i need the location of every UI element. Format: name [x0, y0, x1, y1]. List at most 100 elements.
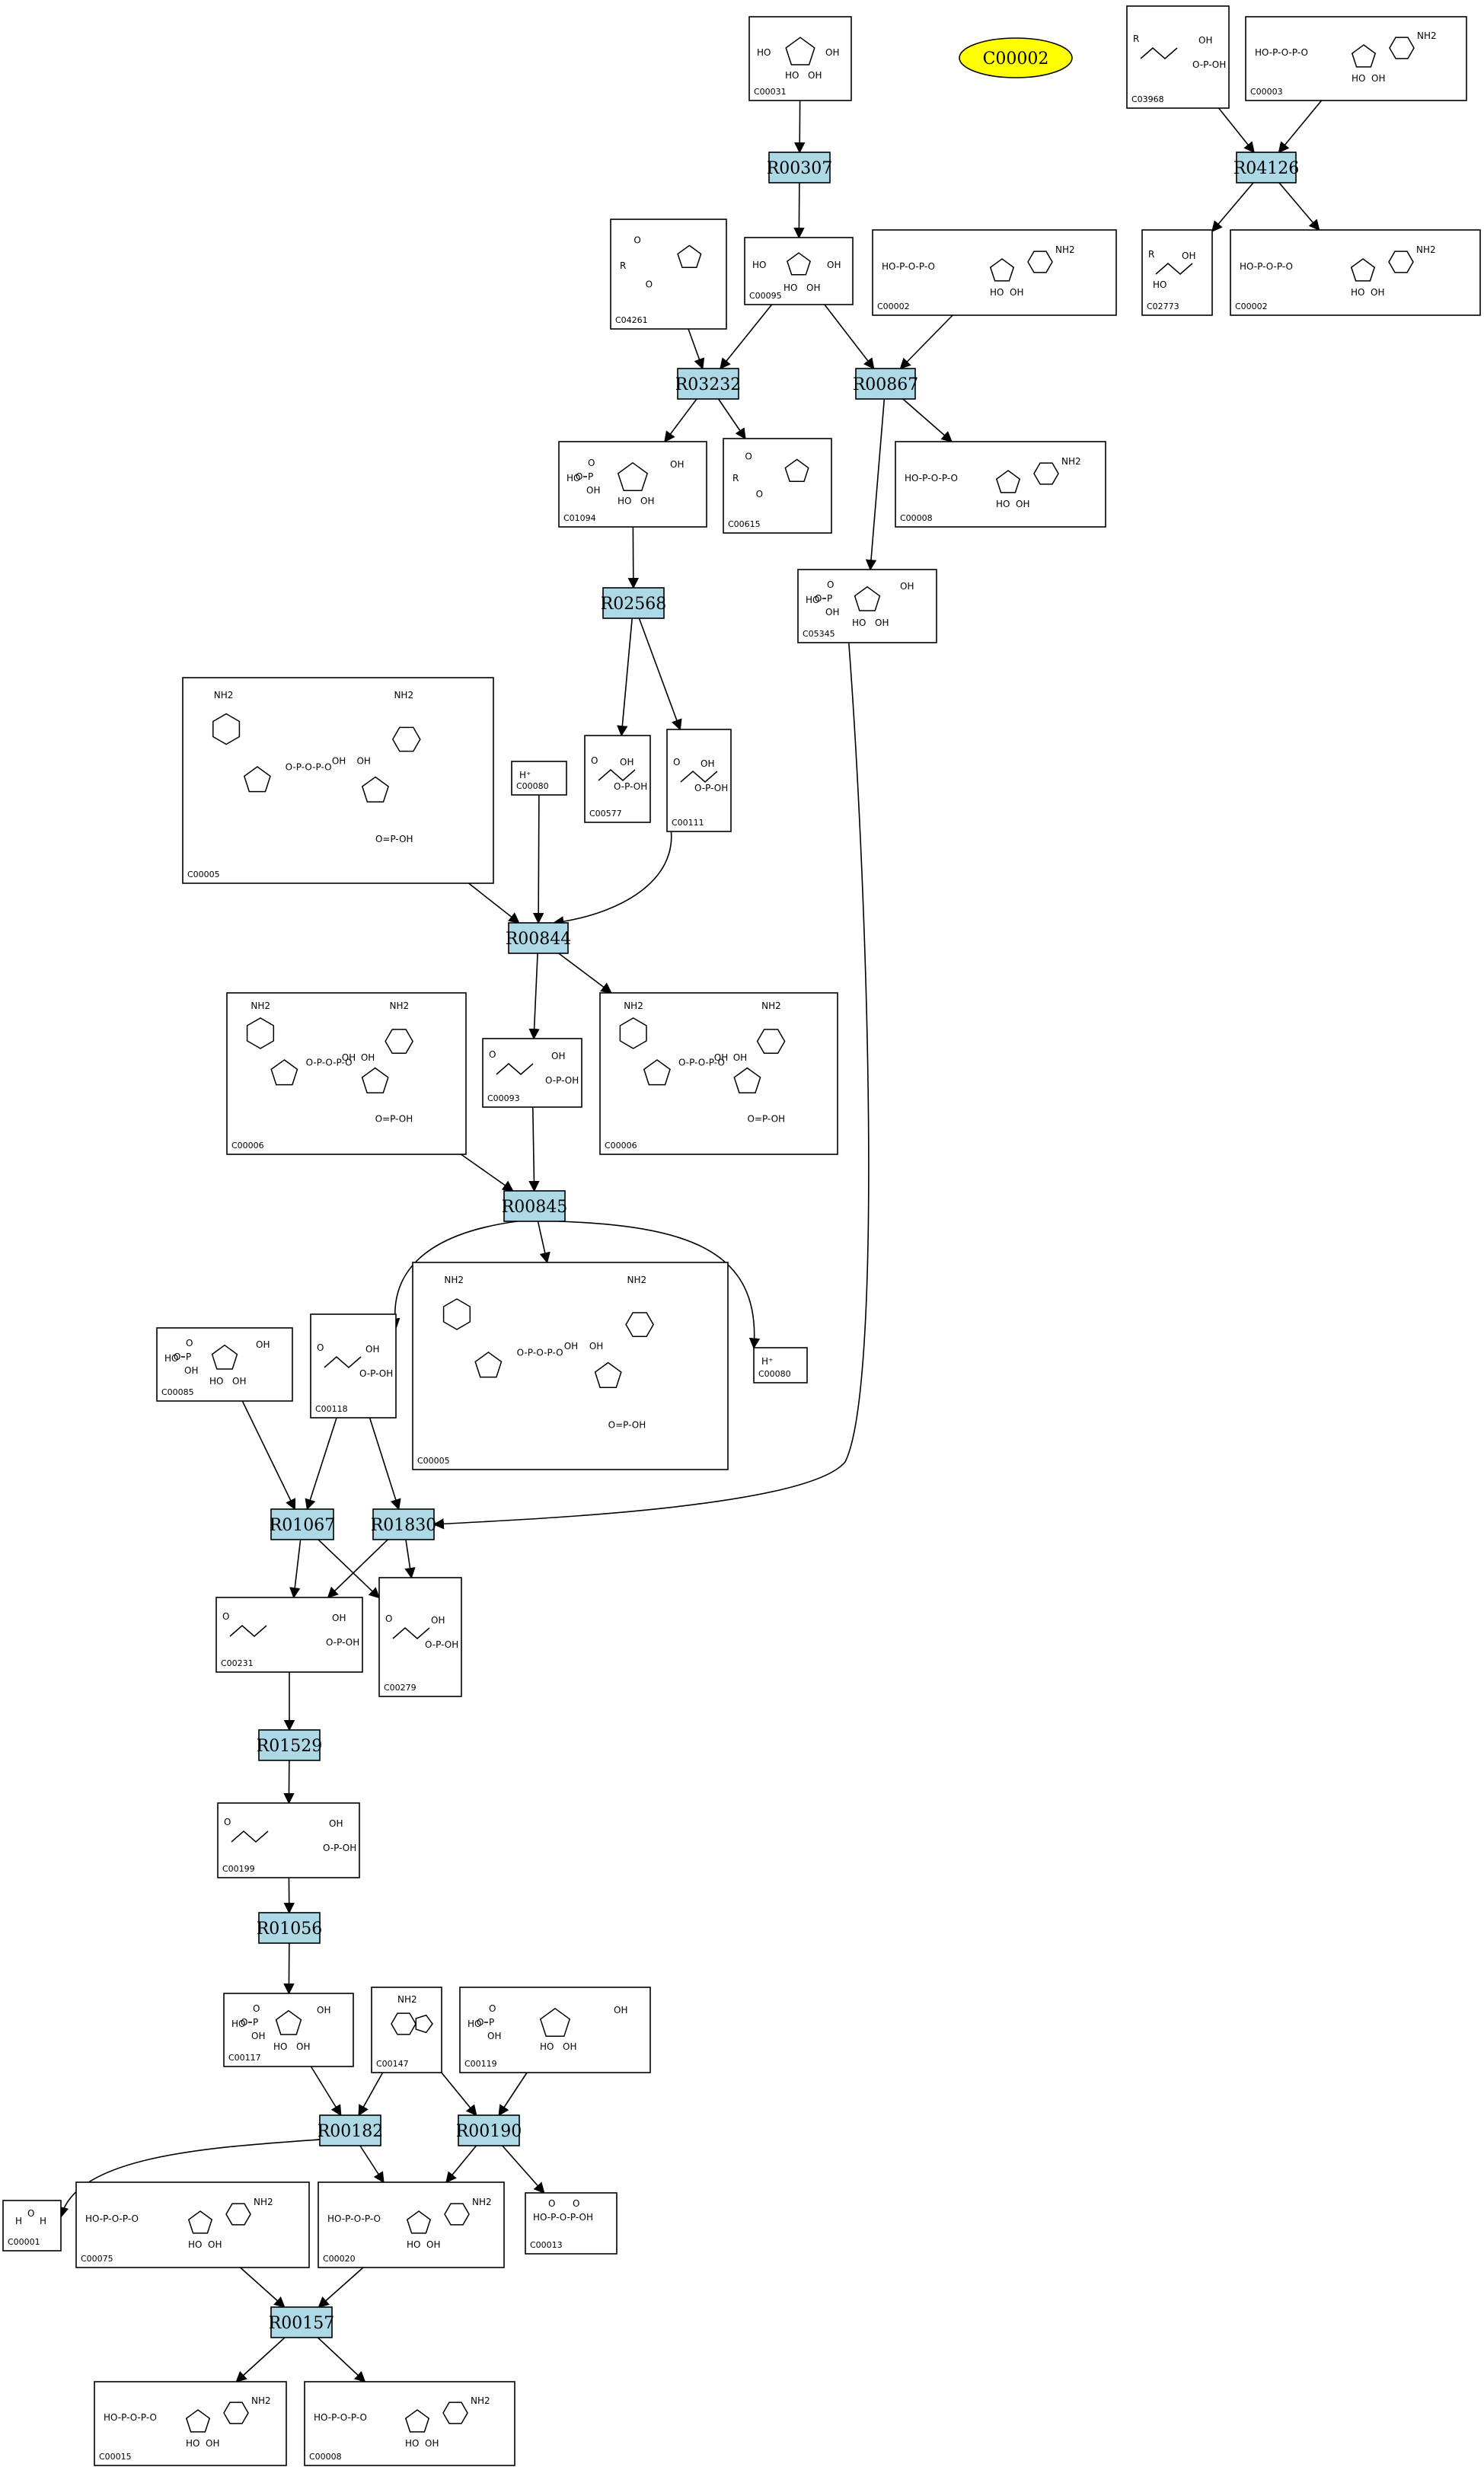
- compound-box[interactable]: [378, 1577, 462, 1697]
- reaction-box[interactable]: [602, 587, 665, 619]
- compound-box[interactable]: [310, 1313, 397, 1419]
- compound-box[interactable]: [215, 1597, 363, 1673]
- reaction-node-R02568[interactable]: R02568: [601, 587, 667, 619]
- compound-box[interactable]: [1245, 16, 1467, 101]
- reaction-node-R00190[interactable]: R00190: [456, 2114, 522, 2146]
- compound-box[interactable]: [748, 16, 852, 101]
- reaction-box[interactable]: [270, 2306, 333, 2338]
- compound-node-c00080_mid[interactable]: H⁺C00080: [753, 1347, 808, 1383]
- reaction-node-R00867[interactable]: R00867: [853, 368, 919, 400]
- reaction-node-R04126[interactable]: R04126: [1233, 152, 1300, 184]
- reaction-node-R00157[interactable]: R00157: [269, 2306, 335, 2338]
- compound-box[interactable]: [94, 2381, 287, 2466]
- compound-box[interactable]: [744, 237, 854, 305]
- reaction-node-R00844[interactable]: R00844: [506, 922, 572, 954]
- reaction-box[interactable]: [258, 1912, 321, 1944]
- reaction-node-R03232[interactable]: R03232: [675, 368, 742, 400]
- compound-box[interactable]: [666, 729, 732, 832]
- compound-box[interactable]: [1230, 229, 1481, 316]
- reaction-box[interactable]: [270, 1508, 334, 1540]
- compound-box[interactable]: [371, 1987, 442, 2073]
- compound-box[interactable]: [797, 569, 937, 643]
- reaction-node-R00845[interactable]: R00845: [502, 1190, 568, 1222]
- compound-box[interactable]: [753, 1347, 808, 1383]
- compound-box[interactable]: [412, 1262, 729, 1470]
- compound-box[interactable]: [1126, 5, 1230, 109]
- compound-box[interactable]: [2, 2200, 62, 2252]
- compound-box[interactable]: [1141, 229, 1213, 316]
- reaction-node-R01056[interactable]: R01056: [257, 1912, 323, 1944]
- compound-box[interactable]: [558, 441, 707, 528]
- compound-box[interactable]: [459, 1987, 651, 2073]
- compound-box[interactable]: [156, 1327, 293, 1402]
- compound-box[interactable]: [895, 441, 1106, 528]
- reaction-node-R00307[interactable]: R00307: [767, 152, 833, 184]
- compound-box[interactable]: [872, 229, 1117, 316]
- reaction-node-R00182[interactable]: R00182: [318, 2114, 384, 2146]
- reaction-node-R01830[interactable]: R01830: [371, 1508, 437, 1540]
- compound-box[interactable]: [599, 992, 838, 1155]
- highlight-compound-node[interactable]: C00002: [959, 37, 1073, 78]
- compound-box[interactable]: [226, 992, 467, 1155]
- reaction-node-R01067[interactable]: R01067: [270, 1508, 336, 1540]
- reaction-box[interactable]: [503, 1190, 566, 1222]
- highlight-ellipse[interactable]: [959, 37, 1073, 78]
- compound-box[interactable]: [584, 735, 651, 823]
- compound-box[interactable]: [304, 2381, 515, 2466]
- compound-box[interactable]: [525, 2192, 618, 2255]
- reaction-box[interactable]: [855, 368, 916, 400]
- compound-node-c00080_top[interactable]: H⁺C00080: [511, 761, 567, 796]
- compound-box[interactable]: [75, 2181, 310, 2268]
- reaction-box[interactable]: [258, 1729, 321, 1761]
- reaction-box[interactable]: [458, 2114, 520, 2146]
- compound-box[interactable]: [182, 677, 494, 884]
- compound-box[interactable]: [482, 1038, 582, 1108]
- reaction-node-R01529[interactable]: R01529: [257, 1729, 323, 1761]
- compound-box[interactable]: [723, 438, 832, 534]
- compound-box[interactable]: [217, 1802, 360, 1878]
- reaction-box[interactable]: [1236, 152, 1297, 184]
- compound-box[interactable]: [223, 1993, 354, 2067]
- compound-box[interactable]: [511, 761, 567, 796]
- reaction-box[interactable]: [768, 152, 831, 184]
- compound-box[interactable]: [318, 2181, 505, 2268]
- reaction-box[interactable]: [677, 368, 739, 400]
- compound-box[interactable]: [610, 219, 727, 330]
- reaction-box[interactable]: [372, 1508, 435, 1540]
- reaction-box[interactable]: [508, 922, 569, 954]
- reaction-box[interactable]: [319, 2114, 381, 2146]
